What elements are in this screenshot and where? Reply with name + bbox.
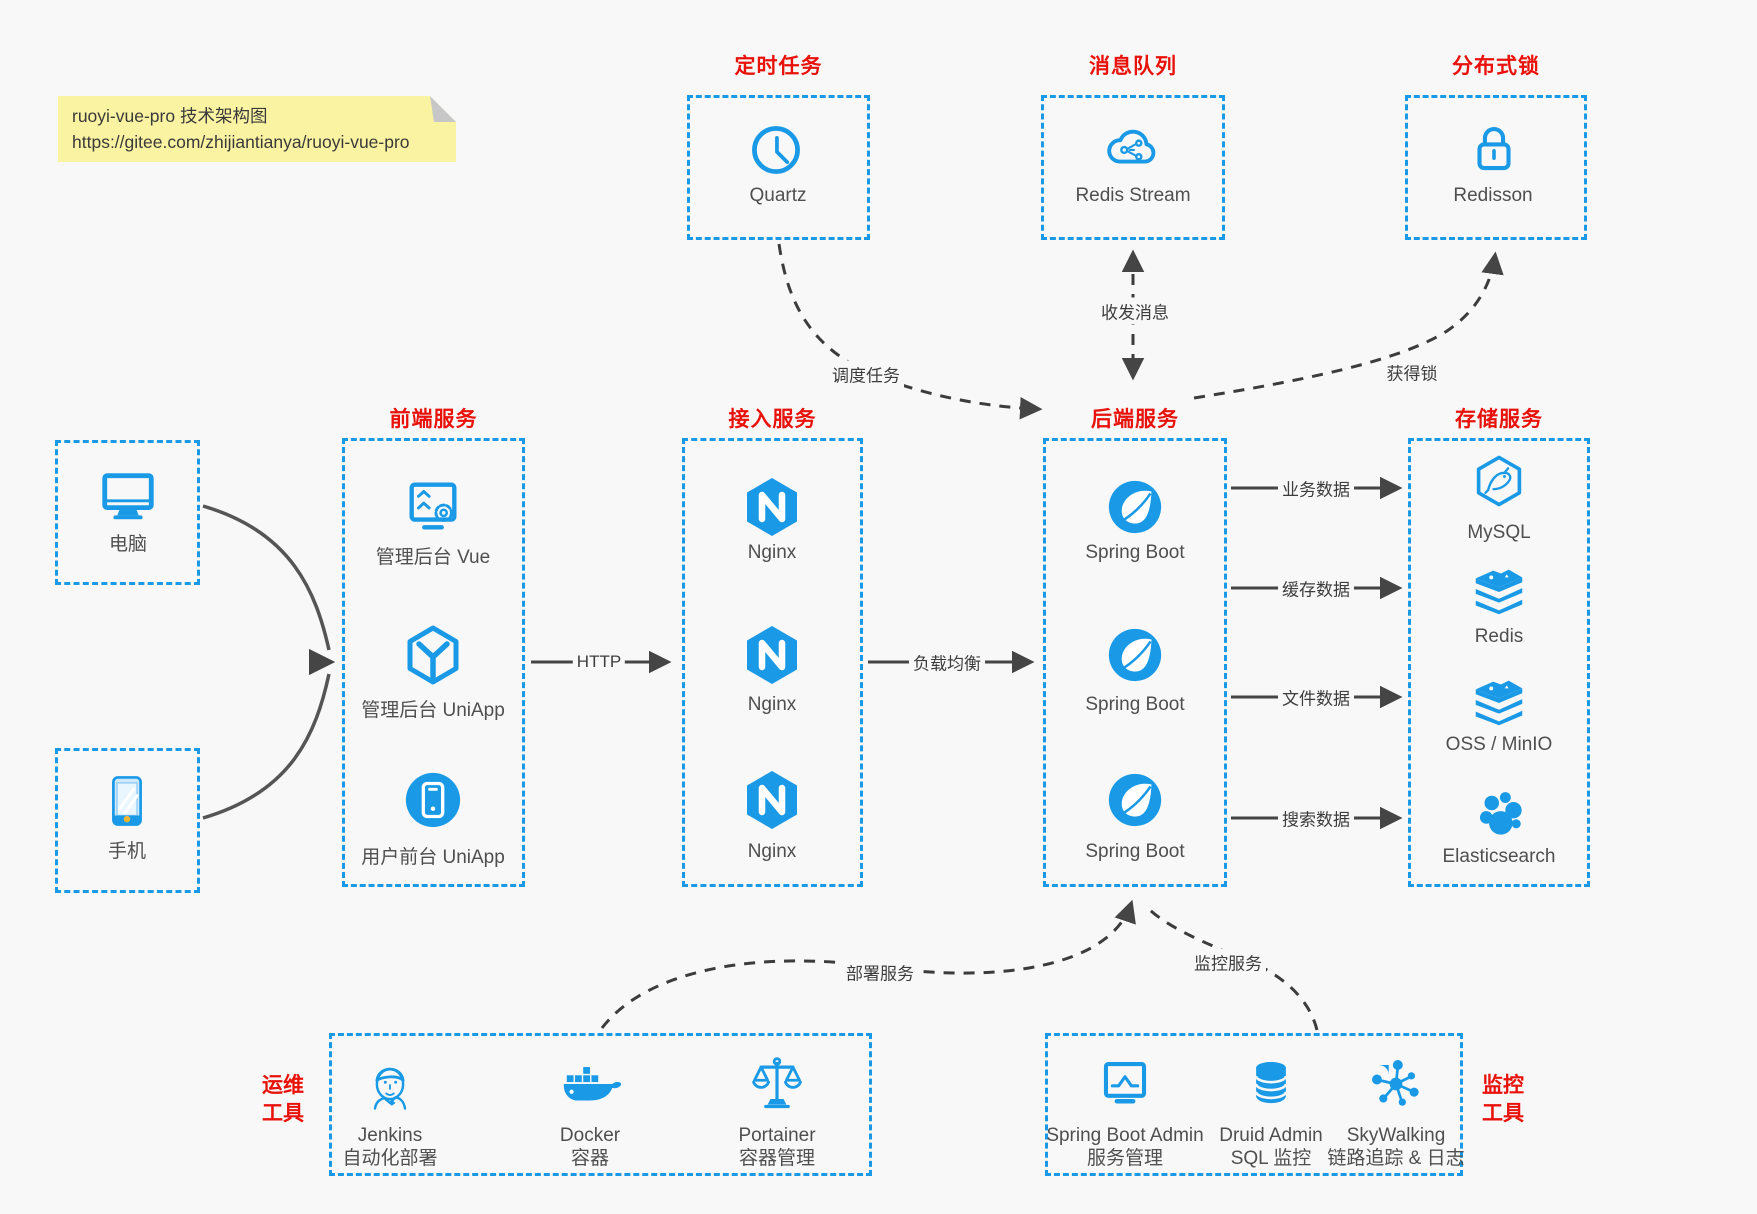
sticky-note: ruoyi-vue-pro 技术架构图 https://gitee.com/zh…	[58, 96, 456, 162]
jenkins-icon	[373, 1067, 407, 1110]
client-box-computer	[55, 440, 200, 585]
monitor-item-label: Druid Admin SQL 监控	[1219, 1125, 1323, 1169]
edge-label-search-data: 搜索数据	[1278, 804, 1354, 832]
redis-stream-label: Redis Stream	[1075, 185, 1191, 206]
edge-phone-to-frontend	[202, 673, 331, 820]
phone-label: 手机	[107, 841, 147, 862]
ops-item-label: Portainer 容器管理	[738, 1125, 816, 1169]
monitor-item-label: Spring Boot Admin 服务管理	[1046, 1125, 1204, 1169]
ops-tools-side-label: 运维 工具	[262, 1074, 304, 1125]
storage-item-label: Redis	[1474, 626, 1524, 647]
edge-label-cache-data: 缓存数据	[1278, 574, 1354, 602]
cube-icon	[407, 625, 459, 685]
monitor-tools-box	[1045, 1033, 1463, 1176]
portainer-icon	[752, 1057, 802, 1109]
edge-label-load-balance: 负载均衡	[909, 648, 985, 676]
backend-item-label: Spring Boot	[1085, 694, 1185, 715]
edge-computer-to-frontend	[202, 504, 331, 651]
edge-lock	[1193, 251, 1504, 400]
smartphone-icon	[112, 776, 142, 826]
elasticsearch-icon	[1479, 792, 1522, 835]
spring-boot-icon	[1108, 773, 1162, 827]
edge-label-business-data: 业务数据	[1278, 474, 1354, 502]
edge-label-monitor: 监控服务	[1190, 948, 1266, 976]
mysql-icon	[1476, 455, 1522, 507]
edge-deploy	[600, 899, 1136, 1029]
mobile-app-icon	[405, 772, 461, 828]
desktop-icon	[102, 473, 154, 520]
computer-label: 电脑	[108, 534, 148, 555]
spring-boot-icon	[1108, 628, 1162, 682]
group-title-message-queue: 消息队列	[1089, 55, 1177, 78]
backend-item-label: Spring Boot	[1085, 542, 1185, 563]
spring-boot-icon	[1108, 480, 1162, 534]
storage-item-label: MySQL	[1467, 522, 1531, 543]
ops-item-label: Jenkins 自动化部署	[342, 1125, 438, 1169]
note-fold-corner	[430, 96, 456, 122]
column-title-storage: 存储服务	[1455, 408, 1543, 431]
quartz-label: Quartz	[749, 185, 807, 206]
access-item-label: Nginx	[747, 841, 797, 862]
nginx-icon	[747, 478, 797, 536]
monitor-item-label: SkyWalking 链路追踪 & 日志	[1327, 1125, 1465, 1169]
column-title-access: 接入服务	[728, 408, 817, 431]
ops-tools-box	[329, 1033, 872, 1176]
docker-icon	[563, 1067, 621, 1101]
redis-icon	[1475, 569, 1523, 615]
frontend-item-label: 管理后台 UniApp	[361, 700, 505, 721]
column-box-storage	[1408, 438, 1590, 887]
client-box-phone	[55, 748, 200, 893]
column-title-backend: 后端服务	[1091, 408, 1179, 431]
edge-label-schedule: 调度任务	[828, 360, 904, 388]
group-box-quartz	[687, 95, 870, 240]
backend-item-label: Spring Boot	[1085, 841, 1185, 862]
edge-label-message: 收发消息	[1097, 297, 1173, 325]
redisson-label: Redisson	[1453, 185, 1533, 206]
group-box-redis-stream	[1041, 95, 1225, 240]
access-item-label: Nginx	[747, 694, 797, 715]
nginx-icon	[747, 771, 797, 829]
group-title-scheduled-tasks: 定时任务	[734, 55, 823, 78]
spring-boot-admin-icon	[1103, 1062, 1147, 1104]
edge-schedule	[777, 243, 1043, 420]
column-box-backend	[1043, 438, 1227, 887]
nginx-icon	[747, 626, 797, 684]
column-box-frontend	[342, 438, 525, 887]
monitor-tools-side-label: 监控 工具	[1482, 1074, 1524, 1125]
group-box-redisson	[1405, 95, 1587, 240]
druid-icon	[1254, 1062, 1288, 1104]
admin-dashboard-icon	[409, 482, 457, 530]
access-item-label: Nginx	[747, 542, 797, 563]
cloud-stream-icon	[1107, 129, 1156, 164]
oss-icon	[1475, 680, 1523, 726]
frontend-item-label: 用户前台 UniApp	[361, 847, 505, 868]
note-url: https://gitee.com/zhijiantianya/ruoyi-vu…	[72, 132, 410, 152]
clock-icon	[752, 126, 800, 174]
note-title: ruoyi-vue-pro 技术架构图	[72, 106, 268, 126]
storage-item-label: Elasticsearch	[1442, 846, 1556, 867]
skywalking-icon	[1371, 1059, 1419, 1106]
edge-label-http: HTTP	[572, 651, 626, 673]
group-title-distributed-lock: 分布式锁	[1452, 55, 1540, 78]
storage-item-label: OSS / MinIO	[1445, 734, 1553, 755]
edge-label-lock: 获得锁	[1382, 358, 1442, 386]
ops-item-label: Docker 容器	[559, 1125, 621, 1169]
column-box-access	[682, 438, 863, 887]
edge-label-deploy: 部署服务	[842, 958, 918, 986]
edge-label-file-data: 文件数据	[1278, 683, 1354, 711]
lock-icon	[1477, 127, 1511, 171]
column-title-frontend: 前端服务	[389, 408, 478, 431]
frontend-item-label: 管理后台 Vue	[375, 547, 491, 568]
